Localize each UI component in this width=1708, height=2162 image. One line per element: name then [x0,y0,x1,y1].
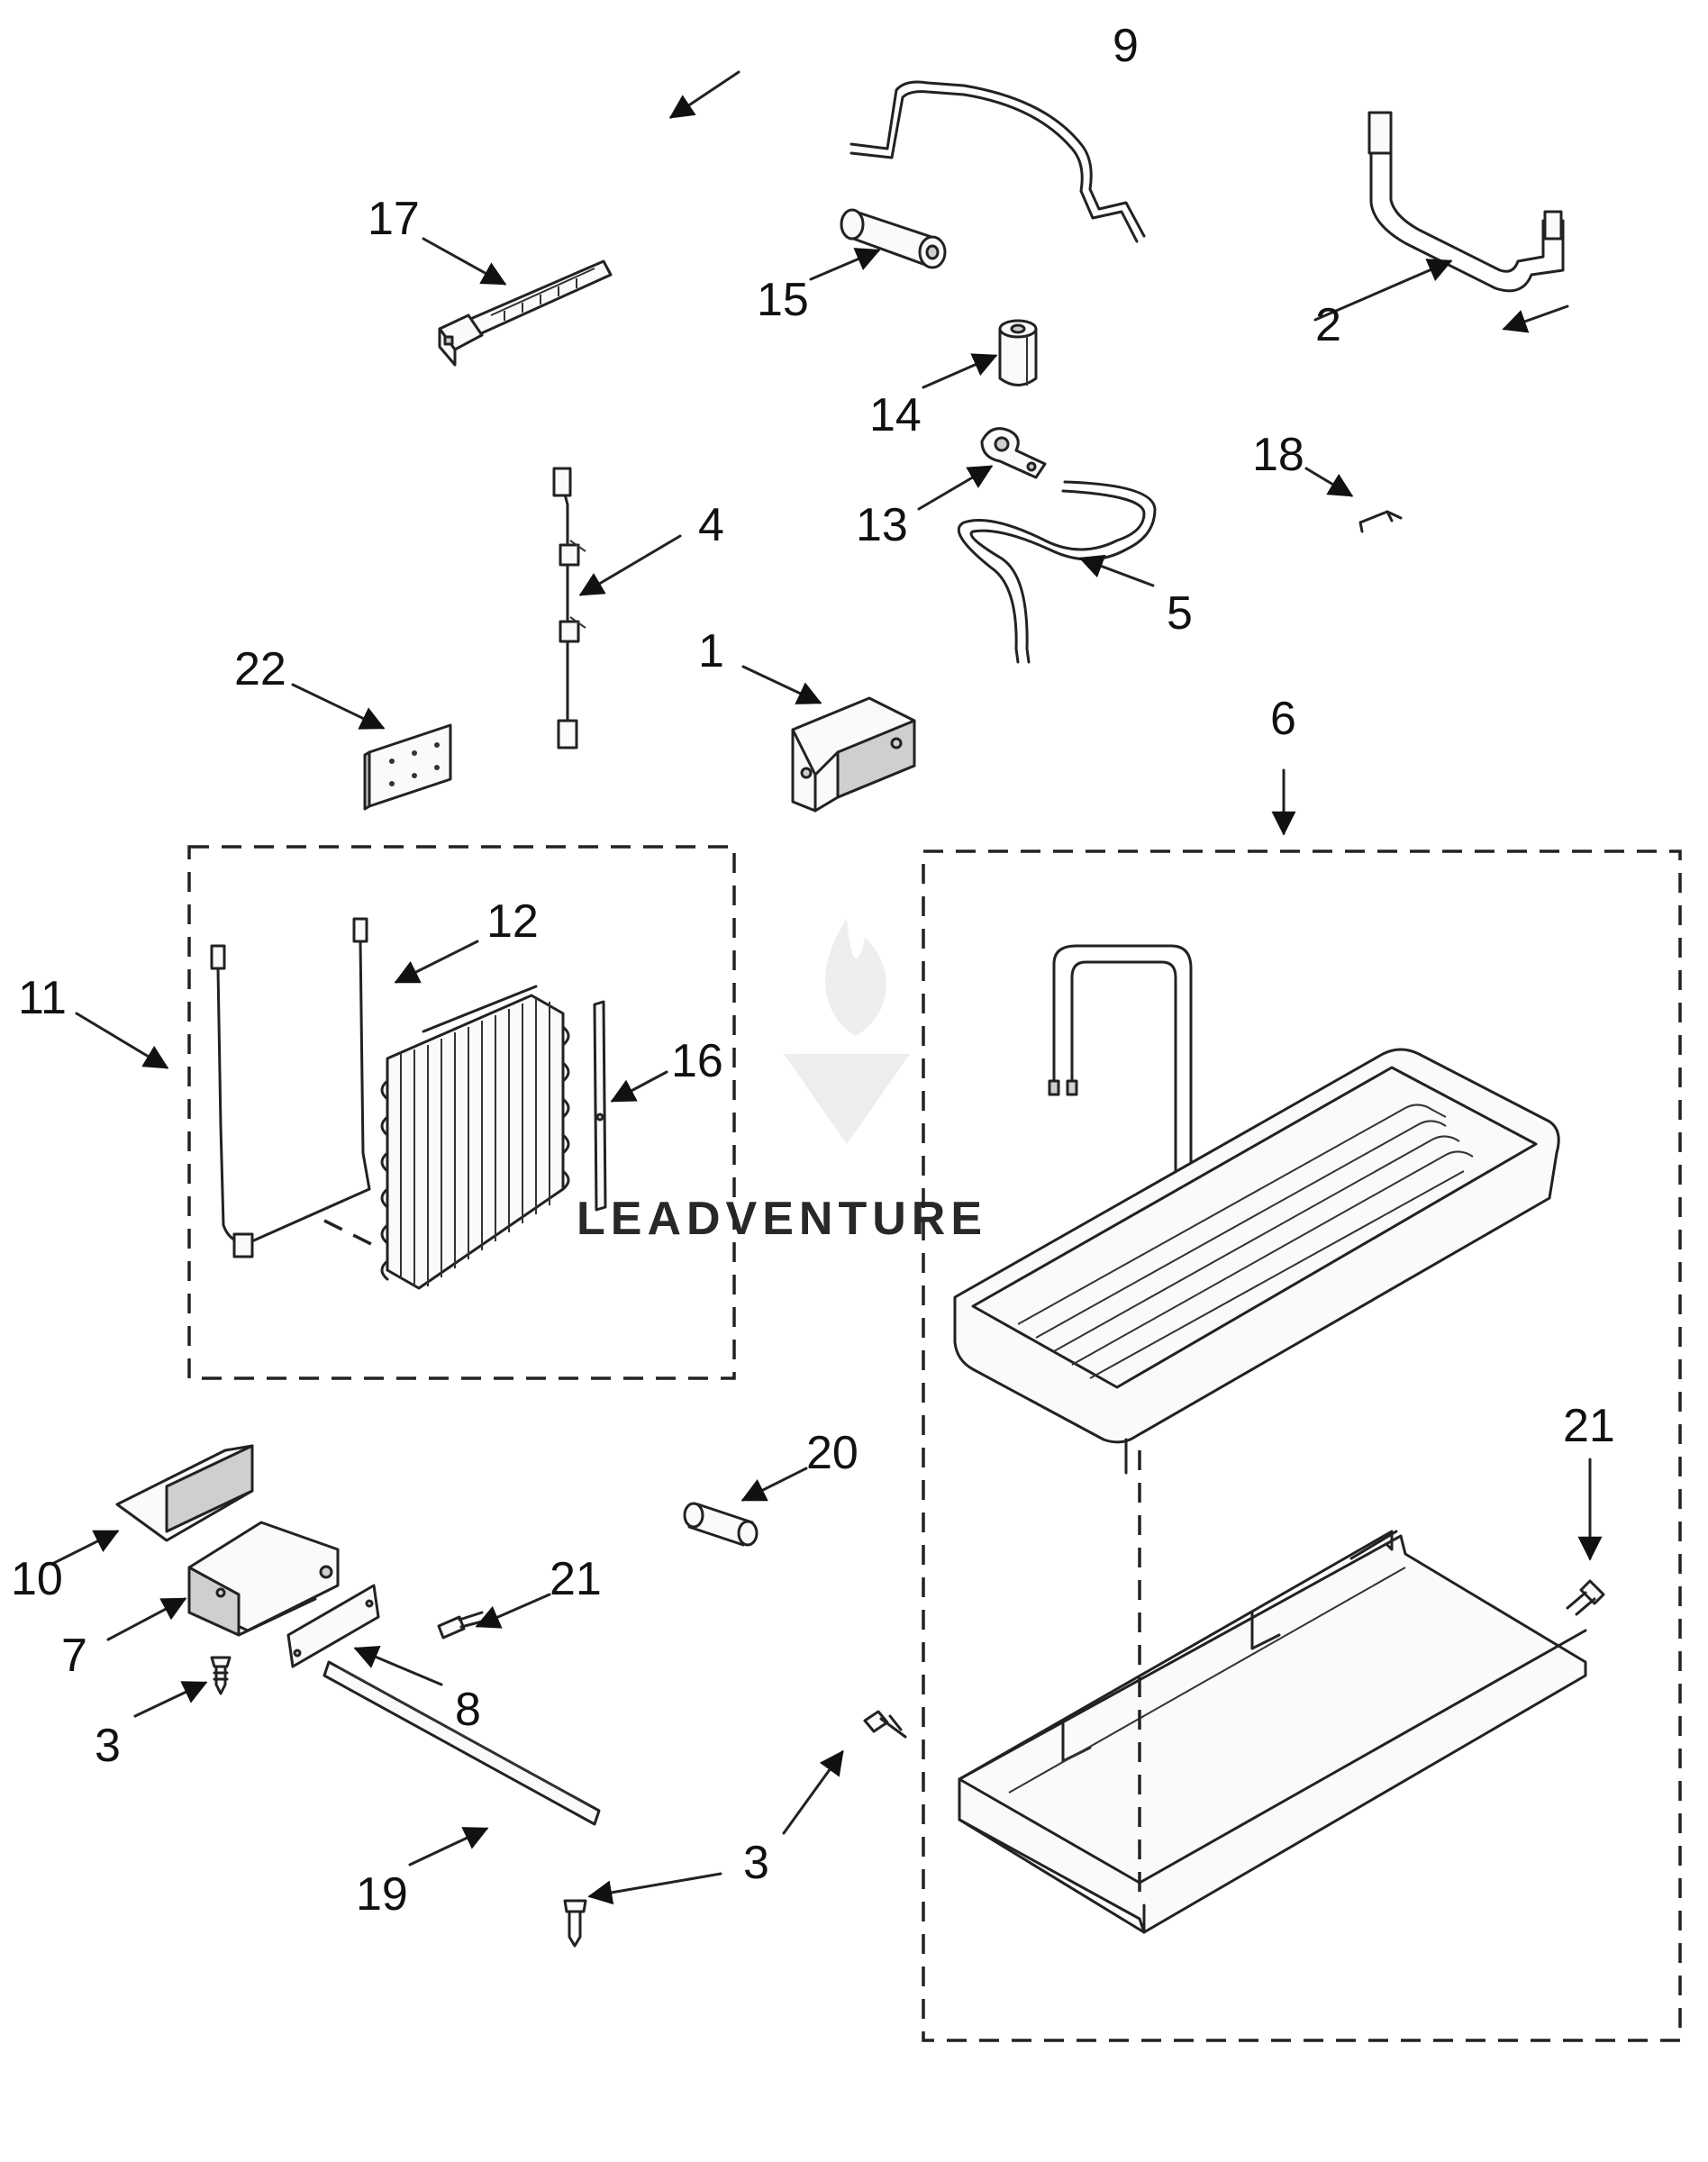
callout-9: 9 [1113,20,1139,72]
leader-lines [52,70,1603,1905]
watermark-text: LEADVENTURE [577,1193,987,1245]
group-box-11 [187,845,736,1380]
part-9-tube [849,80,1146,243]
part-17-cable-tie [438,259,613,367]
callout-12: 12 [486,895,539,948]
part-22-pad [363,723,452,811]
part-7-bracket [187,1521,340,1637]
callout-13: 13 [856,499,908,551]
screw-21b [1566,1579,1605,1616]
screw-3c [563,1899,587,1948]
callout-10: 10 [11,1553,63,1605]
part-11-harness [210,917,379,1258]
part-13-clamp [980,427,1047,479]
callout-20: 20 [806,1427,859,1479]
part-2-tube [1367,111,1565,293]
watermark: LEADVENTURE [577,919,987,1245]
part-5-tube [957,480,1157,664]
callout-labels: 9 2 17 15 14 18 13 4 5 1 22 6 12 11 16 2… [11,20,1615,1921]
callout-3-mid: 3 [743,1837,769,1889]
callout-1: 1 [698,625,724,677]
callout-5: 5 [1167,587,1193,640]
callout-7: 7 [61,1630,87,1682]
part-18-clip [1358,510,1403,533]
part-6-tray [958,1530,1587,1934]
callout-15: 15 [757,274,809,326]
part-14-grommet [998,319,1038,386]
part-4-wire-harness [552,467,586,749]
part-10-shield [115,1444,254,1542]
callout-11: 11 [18,972,67,1024]
part-6-drain-pan [953,944,1560,1475]
part-20-spacer [683,1502,759,1547]
callout-22: 22 [234,643,286,695]
screw-3b [863,1710,907,1739]
callout-8: 8 [455,1684,481,1736]
screw-21a [437,1611,484,1640]
callout-21-right: 21 [1563,1400,1615,1452]
callout-17: 17 [368,193,420,245]
callout-16: 16 [671,1035,723,1087]
callout-19: 19 [356,1868,408,1921]
callout-21-left: 21 [550,1553,602,1605]
part-12-condenser [380,985,570,1290]
callout-4: 4 [698,499,724,551]
callout-3-left: 3 [95,1720,121,1772]
callout-14: 14 [869,389,922,441]
callout-6: 6 [1270,693,1296,745]
part-1-bracket [791,696,916,813]
callout-18: 18 [1252,429,1304,481]
screw-3a [210,1656,232,1695]
part-16-strip [593,1000,607,1212]
part-8-plate [286,1584,380,1668]
part-15-sleeve [840,208,947,269]
part-19-rail [323,1660,601,1826]
callout-2: 2 [1315,299,1341,351]
